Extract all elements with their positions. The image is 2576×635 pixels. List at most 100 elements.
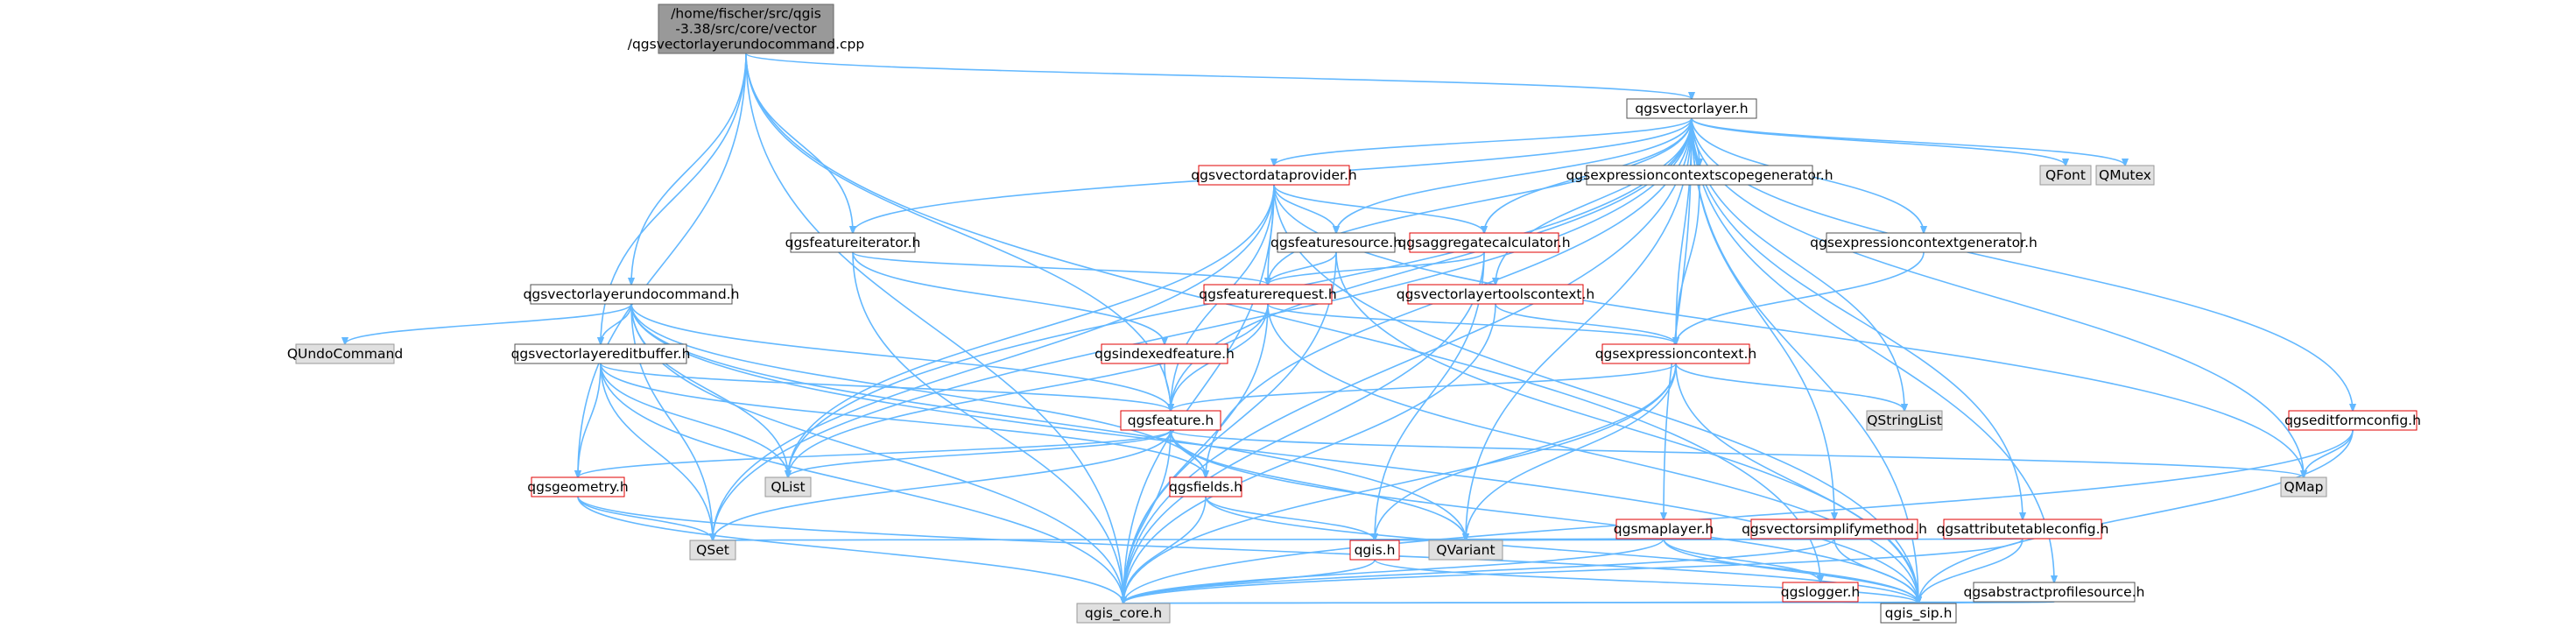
edge-qgsvectorlayertoolscontext-to-qgsexpressioncontext xyxy=(1495,303,1676,344)
node-label: qgsvectorlayerundocommand.h xyxy=(524,286,740,302)
node-label: qgsfeatureiterator.h xyxy=(785,235,921,250)
edge-root-to-qgsvectorlayerundocommand xyxy=(631,53,747,285)
edge-qgsfeatureiterator-to-qgis_core xyxy=(852,251,1123,603)
node-qgsfeaturerequest[interactable]: qgsfeaturerequest.h xyxy=(1199,284,1337,305)
node-label: qgsfeaturerequest.h xyxy=(1199,286,1336,302)
edge-qgsaggregatecalculator-to-qgsfeaturerequest xyxy=(1268,251,1485,285)
edge-qgsexpressioncontext-to-qgis_sip xyxy=(1675,363,1918,603)
node-box xyxy=(295,343,395,364)
edge-qgsattributetableconfig-to-qgis_sip xyxy=(1918,538,2023,603)
node-qgsattributetableconfig[interactable]: qgsattributetableconfig.h xyxy=(1937,519,2109,540)
edge-qgsvectorlayereditbuffer-to-qgis_core xyxy=(600,363,1123,603)
node-qgsexpressioncontext[interactable]: qgsexpressioncontext.h xyxy=(1595,343,1757,364)
node-QList: QList xyxy=(764,476,812,497)
edge-qgsvectorlayer-to-qgis_core xyxy=(1123,117,1693,603)
edge-qgsvectorlayereditbuffer-to-qgsgeometry xyxy=(578,363,602,477)
edge-qgsattributetableconfig-to-qgis_core xyxy=(1123,538,2023,603)
node-qgsmaplayer[interactable]: qgsmaplayer.h xyxy=(1614,519,1714,540)
node-box xyxy=(1973,582,2136,603)
edge-qgsfeatureiterator-to-qgsindexedfeature xyxy=(852,251,1165,344)
edge-qgsfeature-to-qgsfields xyxy=(1170,429,1206,477)
node-QMutex: QMutex xyxy=(2095,165,2155,186)
node-qgsfields[interactable]: qgsfields.h xyxy=(1169,476,1242,497)
edge-qgsvectordataprovider-to-qgsaggregatecalculator xyxy=(1273,184,1484,233)
edge-qgsvectorlayer-to-QStringList xyxy=(1691,117,1904,411)
node-qgseditformconfig[interactable]: qgseditformconfig.h xyxy=(2284,410,2421,431)
edge-qgsvectorlayer-to-qgsmaplayer xyxy=(1664,117,1693,519)
edge-qgsvectorlayereditbuffer-to-QSet xyxy=(600,363,713,540)
node-qgsvectordataprovider[interactable]: qgsvectordataprovider.h xyxy=(1191,165,1357,186)
node-label: qgsaggregatecalculator.h xyxy=(1397,235,1570,250)
node-qgslogger[interactable]: qgslogger.h xyxy=(1781,582,1860,603)
node-label: qgsmaplayer.h xyxy=(1614,521,1714,537)
node-box xyxy=(1349,540,1400,561)
node-qgsvectorlayereditbuffer[interactable]: qgsvectorlayereditbuffer.h xyxy=(511,343,691,364)
edge-qgsexpressioncontext-to-qgis xyxy=(1375,363,1677,540)
node-box xyxy=(1120,410,1221,431)
node-label: qgsvectorsimplifymethod.h xyxy=(1742,521,1927,537)
node-qgsgeometry[interactable]: qgsgeometry.h xyxy=(527,476,629,497)
edge-root-to-qgsgeometry xyxy=(578,53,747,477)
edge-qgsvectordataprovider-to-QSet xyxy=(713,184,1275,540)
node-box xyxy=(1943,519,2102,540)
node-box xyxy=(1076,603,1171,624)
node-box xyxy=(1782,582,1859,603)
node-box xyxy=(2039,165,2092,186)
node-qgsvectorsimplifymethod[interactable]: qgsvectorsimplifymethod.h xyxy=(1742,519,1927,540)
edge-qgsvectorlayer-to-qgsfeaturesource xyxy=(1336,117,1693,233)
node-qgsaggregatecalculator[interactable]: qgsaggregatecalculator.h xyxy=(1397,232,1571,253)
node-label: QStringList xyxy=(1867,413,1942,428)
node-label: QMutex xyxy=(2099,167,2151,183)
edge-qgsexpressioncontextgenerator-to-qgsexpressioncontext xyxy=(1676,251,1925,344)
edge-qgsgeometry-to-qgis_core xyxy=(577,496,1123,603)
node-qgsexpressioncontextscopegenerator[interactable]: qgsexpressioncontextscopegenerator.h xyxy=(1566,165,1833,186)
node-label: qgsattributetableconfig.h xyxy=(1937,521,2109,537)
node-root[interactable]: /home/fischer/src/qgis-3.38/src/core/vec… xyxy=(628,4,865,54)
node-qgsfeatureiterator[interactable]: qgsfeatureiterator.h xyxy=(785,232,921,253)
node-qgis[interactable]: qgis.h xyxy=(1349,540,1400,561)
edge-qgsvectorlayerundocommand-to-qgsfields xyxy=(630,303,1206,477)
node-label: -3.38/src/core/vector xyxy=(675,21,817,37)
edge-qgsvectorlayerundocommand-to-qgis_sip xyxy=(630,303,1918,603)
node-label: qgsexpressioncontext.h xyxy=(1595,346,1757,362)
node-box xyxy=(1277,232,1396,253)
node-box xyxy=(2288,410,2418,431)
edge-qgseditformconfig-to-qgis_sip xyxy=(1918,429,2354,603)
node-label: qgsvectorlayertoolscontext.h xyxy=(1397,286,1594,302)
edge-qgsgeometry-to-QSet xyxy=(577,496,713,540)
node-box xyxy=(658,4,834,54)
node-qgsvectorlayer[interactable]: qgsvectorlayer.h xyxy=(1626,98,1757,119)
node-qgsabstractprofilesource[interactable]: qgsabstractprofilesource.h xyxy=(1964,582,2145,603)
node-label: qgsindexedfeature.h xyxy=(1094,346,1235,362)
edge-qgsvectorlayer-to-qgsfeaturerequest xyxy=(1268,117,1693,285)
edge-qgsvectorlayer-to-qgis_sip xyxy=(1691,117,1918,603)
edge-qgsvectordataprovider-to-qgsfeaturesource xyxy=(1273,184,1336,233)
node-qgsexpressioncontextgenerator[interactable]: qgsexpressioncontextgenerator.h xyxy=(1810,232,2038,253)
node-qgis_core: qgis_core.h xyxy=(1076,603,1171,624)
node-box xyxy=(531,476,625,497)
edge-qgsvectorlayereditbuffer-to-qgsfields xyxy=(600,363,1206,477)
edge-qgsmaplayer-to-qgslogger xyxy=(1663,538,1820,582)
node-qgis_sip[interactable]: qgis_sip.h xyxy=(1880,603,1957,624)
edge-qgsexpressioncontext-to-qgis_core xyxy=(1123,363,1677,603)
node-qgsvectorlayerundocommand[interactable]: qgsvectorlayerundocommand.h xyxy=(524,284,740,305)
edge-qgsfeaturesource-to-qgis_sip xyxy=(1335,251,1918,603)
node-qgsindexedfeature[interactable]: qgsindexedfeature.h xyxy=(1094,343,1235,364)
edge-qgsfeature-to-QMap xyxy=(1170,429,2304,477)
node-label: qgsfields.h xyxy=(1169,479,1242,495)
edge-qgsfeaturerequest-to-QList xyxy=(788,303,1269,477)
node-box xyxy=(1198,165,1350,186)
node-qgsvectorlayertoolscontext[interactable]: qgsvectorlayertoolscontext.h xyxy=(1397,284,1594,305)
node-label: QFont xyxy=(2045,167,2086,183)
edge-qgsfields-to-qgis xyxy=(1205,496,1375,540)
node-box xyxy=(764,476,812,497)
node-label: QUndoCommand xyxy=(287,346,403,362)
node-qgsfeature[interactable]: qgsfeature.h xyxy=(1120,410,1221,431)
edge-qgsvectordataprovider-to-QList xyxy=(788,184,1275,477)
node-qgsfeaturesource[interactable]: qgsfeaturesource.h xyxy=(1270,232,1402,253)
node-QUndoCommand: QUndoCommand xyxy=(287,343,403,364)
node-label: /home/fischer/src/qgis xyxy=(671,5,821,21)
node-label: QVariant xyxy=(1436,542,1495,558)
node-label: qgsgeometry.h xyxy=(527,479,628,495)
node-label: QSet xyxy=(696,542,729,558)
